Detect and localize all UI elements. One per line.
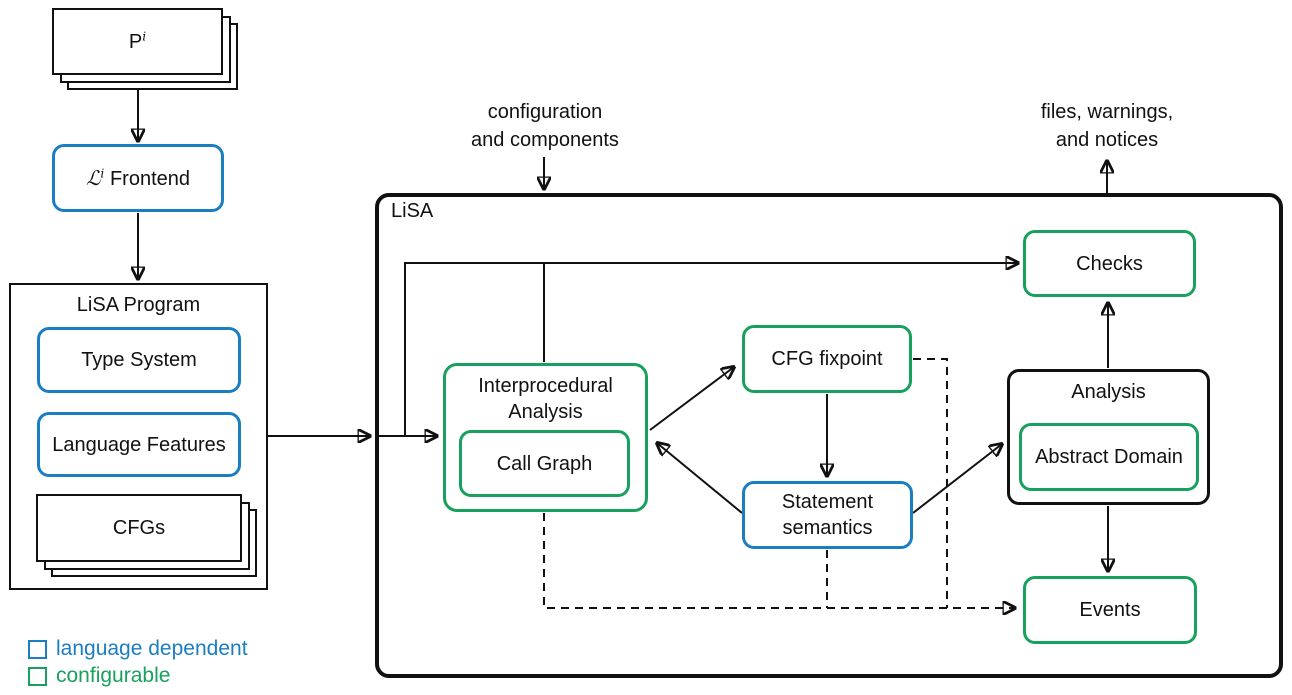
events-box: Events (1023, 576, 1197, 644)
events-label: Events (1079, 599, 1141, 621)
interprocedural-title: Interprocedural Analysis (478, 375, 613, 423)
legend-configurable: configurable (28, 664, 170, 688)
cfgs-stack: CFGs (36, 494, 257, 577)
call-graph-label: Call Graph (496, 452, 593, 475)
cfgs-label: CFGs (112, 517, 166, 539)
lisa-box (375, 193, 1283, 678)
cfg-fixpoint-label: CFG fixpoint (771, 348, 883, 370)
abstract-domain-box: Abstract Domain (1019, 423, 1199, 491)
programs-stack: Pi (52, 8, 238, 90)
type-system-box: Type System (37, 327, 241, 393)
language-features-box: Language Features (37, 412, 241, 477)
lisa-program-title: LiSA Program (76, 294, 201, 316)
programs-box: Pi (52, 8, 223, 75)
legend-label-configurable: configurable (56, 664, 171, 687)
checks-box: Checks (1023, 230, 1196, 297)
programs-label: Pi (128, 27, 147, 53)
statement-semantics-label: Statement semantics (781, 491, 874, 539)
lisa-title: LiSA (391, 200, 434, 222)
legend-swatch-blue (28, 639, 47, 659)
call-graph-box: Call Graph (459, 430, 630, 497)
abstract-domain-label: Abstract Domain (1035, 446, 1183, 468)
type-system-label: Type System (81, 349, 197, 371)
cfgs-box: CFGs (36, 494, 242, 562)
legend-language-dependent: language dependent (28, 637, 248, 661)
cfg-fixpoint-box: CFG fixpoint (742, 325, 912, 393)
statement-semantics-box: Statement semantics (742, 481, 913, 549)
language-features-label: Language Features (52, 433, 226, 456)
analysis-title: Analysis (1071, 381, 1146, 403)
checks-label: Checks (1076, 252, 1143, 275)
output-label: files, warnings, and notices (1040, 101, 1174, 151)
config-label: configuration and components (471, 101, 619, 151)
legend-swatch-green (28, 666, 47, 686)
legend-label-language-dependent: language dependent (56, 637, 248, 660)
